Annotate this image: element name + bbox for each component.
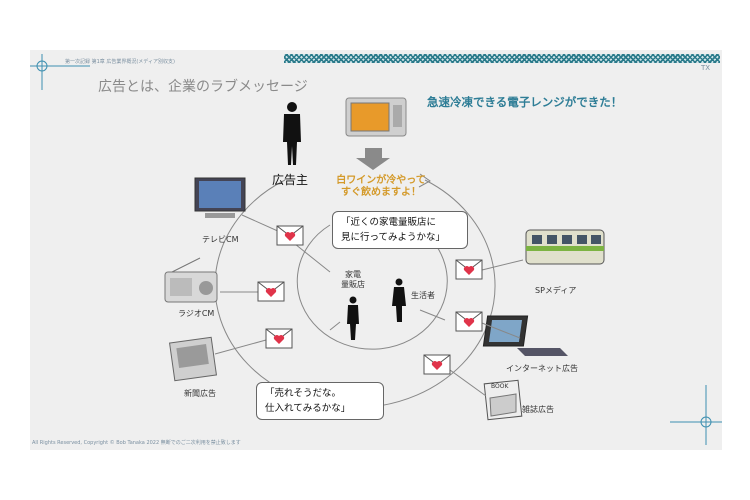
- magazine-image: [483, 379, 523, 421]
- outer-orbit-arrow: [418, 173, 431, 188]
- train-image: [525, 229, 605, 265]
- newspaper-label: 新聞広告: [184, 389, 216, 398]
- corner-marks: [30, 54, 722, 445]
- tv-cm-label: テレビCM: [202, 235, 239, 244]
- inner-orbit-ring: [296, 219, 448, 350]
- diagram-canvas: [30, 54, 722, 445]
- footer-copyright: All Rights Reserved, Copyright © Bob Tan…: [32, 440, 241, 446]
- advertiser-speech-line-1: 白ワインが冷やって: [336, 175, 426, 186]
- newspaper-image: [168, 336, 218, 382]
- consumer-label: 生活者: [411, 291, 435, 300]
- magazine-cover-text: BOOK: [491, 383, 509, 390]
- advertiser-label: 広告主: [272, 173, 309, 187]
- envelope-magazine: [423, 354, 451, 375]
- envelope-radio: [257, 281, 285, 302]
- store-label-line-1: 家電: [345, 270, 361, 279]
- envelope-sp: [455, 259, 483, 280]
- header-caption: 第一次記録 第1章 広告業界概況(メディア別収支): [65, 59, 175, 65]
- page-title: 広告とは、企業のラブメッセージ: [98, 79, 308, 95]
- header-pattern-bar: [284, 54, 720, 63]
- sp-media-label: SPメディア: [535, 286, 577, 295]
- microwave-image: [345, 97, 407, 137]
- store-label-line-2: 量販店: [341, 280, 365, 289]
- tx-label: TX: [701, 64, 711, 72]
- store-thought-bubble: 「売れそうだな。 仕入れてみるかな」: [256, 382, 384, 420]
- consumer-bubble-line-2: 見に行ってみようかな」: [341, 232, 446, 243]
- consumer-silhouette: [392, 278, 406, 322]
- advertiser-speech-line-2: すぐ飲めますよ！: [341, 187, 421, 198]
- envelope-newspaper: [265, 328, 293, 349]
- tv-image: [194, 177, 246, 218]
- advertiser-silhouette: [283, 102, 301, 165]
- magazine-label: 雑誌広告: [522, 405, 554, 414]
- radio-image: [164, 257, 218, 303]
- internet-ad-label: インターネット広告: [506, 364, 578, 373]
- store-label: 家電 量販店: [341, 270, 365, 290]
- store-bubble-line-2: 仕入れてみるかな」: [265, 403, 351, 414]
- consumer-bubble-line-1: 「近くの家電量販店に: [341, 217, 437, 228]
- envelope-tv: [276, 225, 304, 246]
- slide: 第一次記録 第1章 広告業界概況(メディア別収支) TX 広告とは、企業のラブメ…: [30, 50, 722, 450]
- store-clerk-silhouette: [347, 296, 359, 340]
- envelope-internet: [455, 311, 483, 332]
- headline: 急速冷凍できる電子レンジができた！: [427, 95, 623, 109]
- advertiser-speech: 白ワインが冷やって すぐ飲めますよ！: [326, 175, 436, 199]
- down-arrow: [356, 148, 390, 170]
- love-letter-envelopes: [257, 225, 483, 375]
- store-bubble-line-1: 「売れそうだな。: [265, 388, 342, 399]
- laptop-image: [482, 315, 568, 356]
- radio-cm-label: ラジオCM: [178, 309, 215, 318]
- consumer-thought-bubble: 「近くの家電量販店に 見に行ってみようかな」: [332, 211, 468, 249]
